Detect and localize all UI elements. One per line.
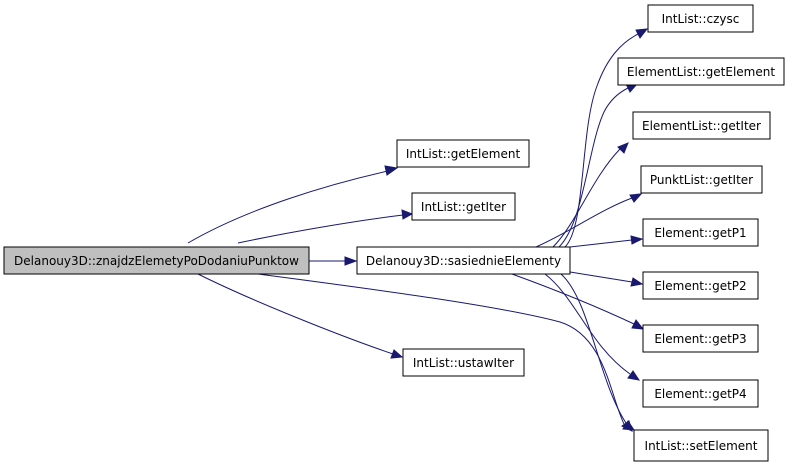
arrowhead-getp1	[630, 235, 644, 245]
edge-root-to-intlist-ustawiter	[197, 273, 394, 355]
node-label: Delanouy3D::znajdzElemetyPoDodaniuPunkto…	[14, 254, 299, 268]
node-intlist-ustawiter[interactable]: IntList::ustawIter	[402, 348, 525, 377]
node-elementlist-getiter[interactable]: ElementList::getIter	[632, 111, 771, 140]
edge-sasiednie-to-element-getp1	[569, 239, 633, 248]
node-label: IntList::setElement	[645, 439, 758, 453]
arrowhead-getp2	[630, 277, 644, 287]
edge-sasiednie-to-element-getp2	[569, 271, 633, 283]
node-label: Delanouy3D::sasiednieElementy	[366, 254, 561, 268]
arrowhead-intlist-ustawiter	[390, 349, 404, 359]
arrowhead-czysc	[635, 28, 649, 39]
node-label: PunktList::getIter	[650, 173, 753, 187]
node-label: ElementList::getElement	[627, 65, 775, 79]
node-label: Element::getP1	[654, 226, 746, 240]
node-label: Element::getP2	[654, 279, 746, 293]
arrowhead-sasiednie	[344, 256, 358, 266]
edge-sasiednie-to-intlist-setelement	[560, 273, 627, 424]
node-label: IntList::getIter	[421, 200, 506, 214]
node-element-getp2[interactable]: Element::getP2	[642, 271, 759, 300]
edge-sasiednie-to-intlist-czysc	[564, 33, 639, 248]
edge-sasiednie-to-element-getp4	[544, 273, 631, 375]
node-element-getp4[interactable]: Element::getP4	[642, 379, 759, 408]
edge-root-to-intlist-getelement	[187, 170, 389, 244]
arrowhead-elementlist-getiter	[617, 142, 629, 154]
edge-sasiednie-to-punktlist-getiter	[535, 197, 633, 248]
node-intlist-getelement[interactable]: IntList::getElement	[396, 139, 530, 168]
node-label: IntList::getElement	[406, 147, 521, 161]
arrowhead-punktlist-getiter	[629, 193, 643, 203]
node-label: ElementList::getIter	[642, 119, 761, 133]
edges	[187, 28, 649, 432]
nodes: Delanouy3D::znajdzElemetyPoDodaniuPunkto…	[3, 4, 785, 462]
node-root[interactable]: Delanouy3D::znajdzElemetyPoDodaniuPunkto…	[3, 246, 310, 275]
node-element-getp1[interactable]: Element::getP1	[642, 218, 759, 247]
node-label: IntList::ustawIter	[413, 356, 514, 370]
edge-sasiednie-to-elementlist-getiter	[552, 148, 621, 248]
arrowhead-intlist-getiter	[401, 209, 414, 220]
node-punktlist-getiter[interactable]: PunktList::getIter	[640, 165, 763, 194]
edge-root-to-intlist-setelement	[257, 273, 625, 425]
arrowhead-setelement-from-sasiednie	[621, 420, 633, 432]
node-label: Element::getP4	[654, 387, 746, 401]
node-element-getp3[interactable]: Element::getP3	[642, 324, 759, 353]
node-intlist-getiter[interactable]: IntList::getIter	[411, 192, 516, 221]
node-sasiednie-elementy[interactable]: Delanouy3D::sasiednieElementy	[356, 246, 571, 275]
arrowhead-intlist-getelement	[384, 165, 399, 176]
edge-sasiednie-to-element-getp3	[511, 273, 635, 325]
node-intlist-setelement[interactable]: IntList::setElement	[633, 429, 769, 462]
edge-root-to-intlist-getiter	[237, 214, 404, 244]
edge-sasiednie-to-elementlist-getelement	[558, 87, 629, 248]
arrowhead-getp4	[627, 370, 641, 381]
node-elementlist-getelement[interactable]: ElementList::getElement	[617, 57, 785, 86]
node-label: IntList::czysc	[662, 12, 740, 26]
arrowhead-getp3	[631, 319, 645, 330]
node-label: Element::getP3	[654, 332, 746, 346]
node-intlist-czysc[interactable]: IntList::czysc	[647, 4, 754, 33]
